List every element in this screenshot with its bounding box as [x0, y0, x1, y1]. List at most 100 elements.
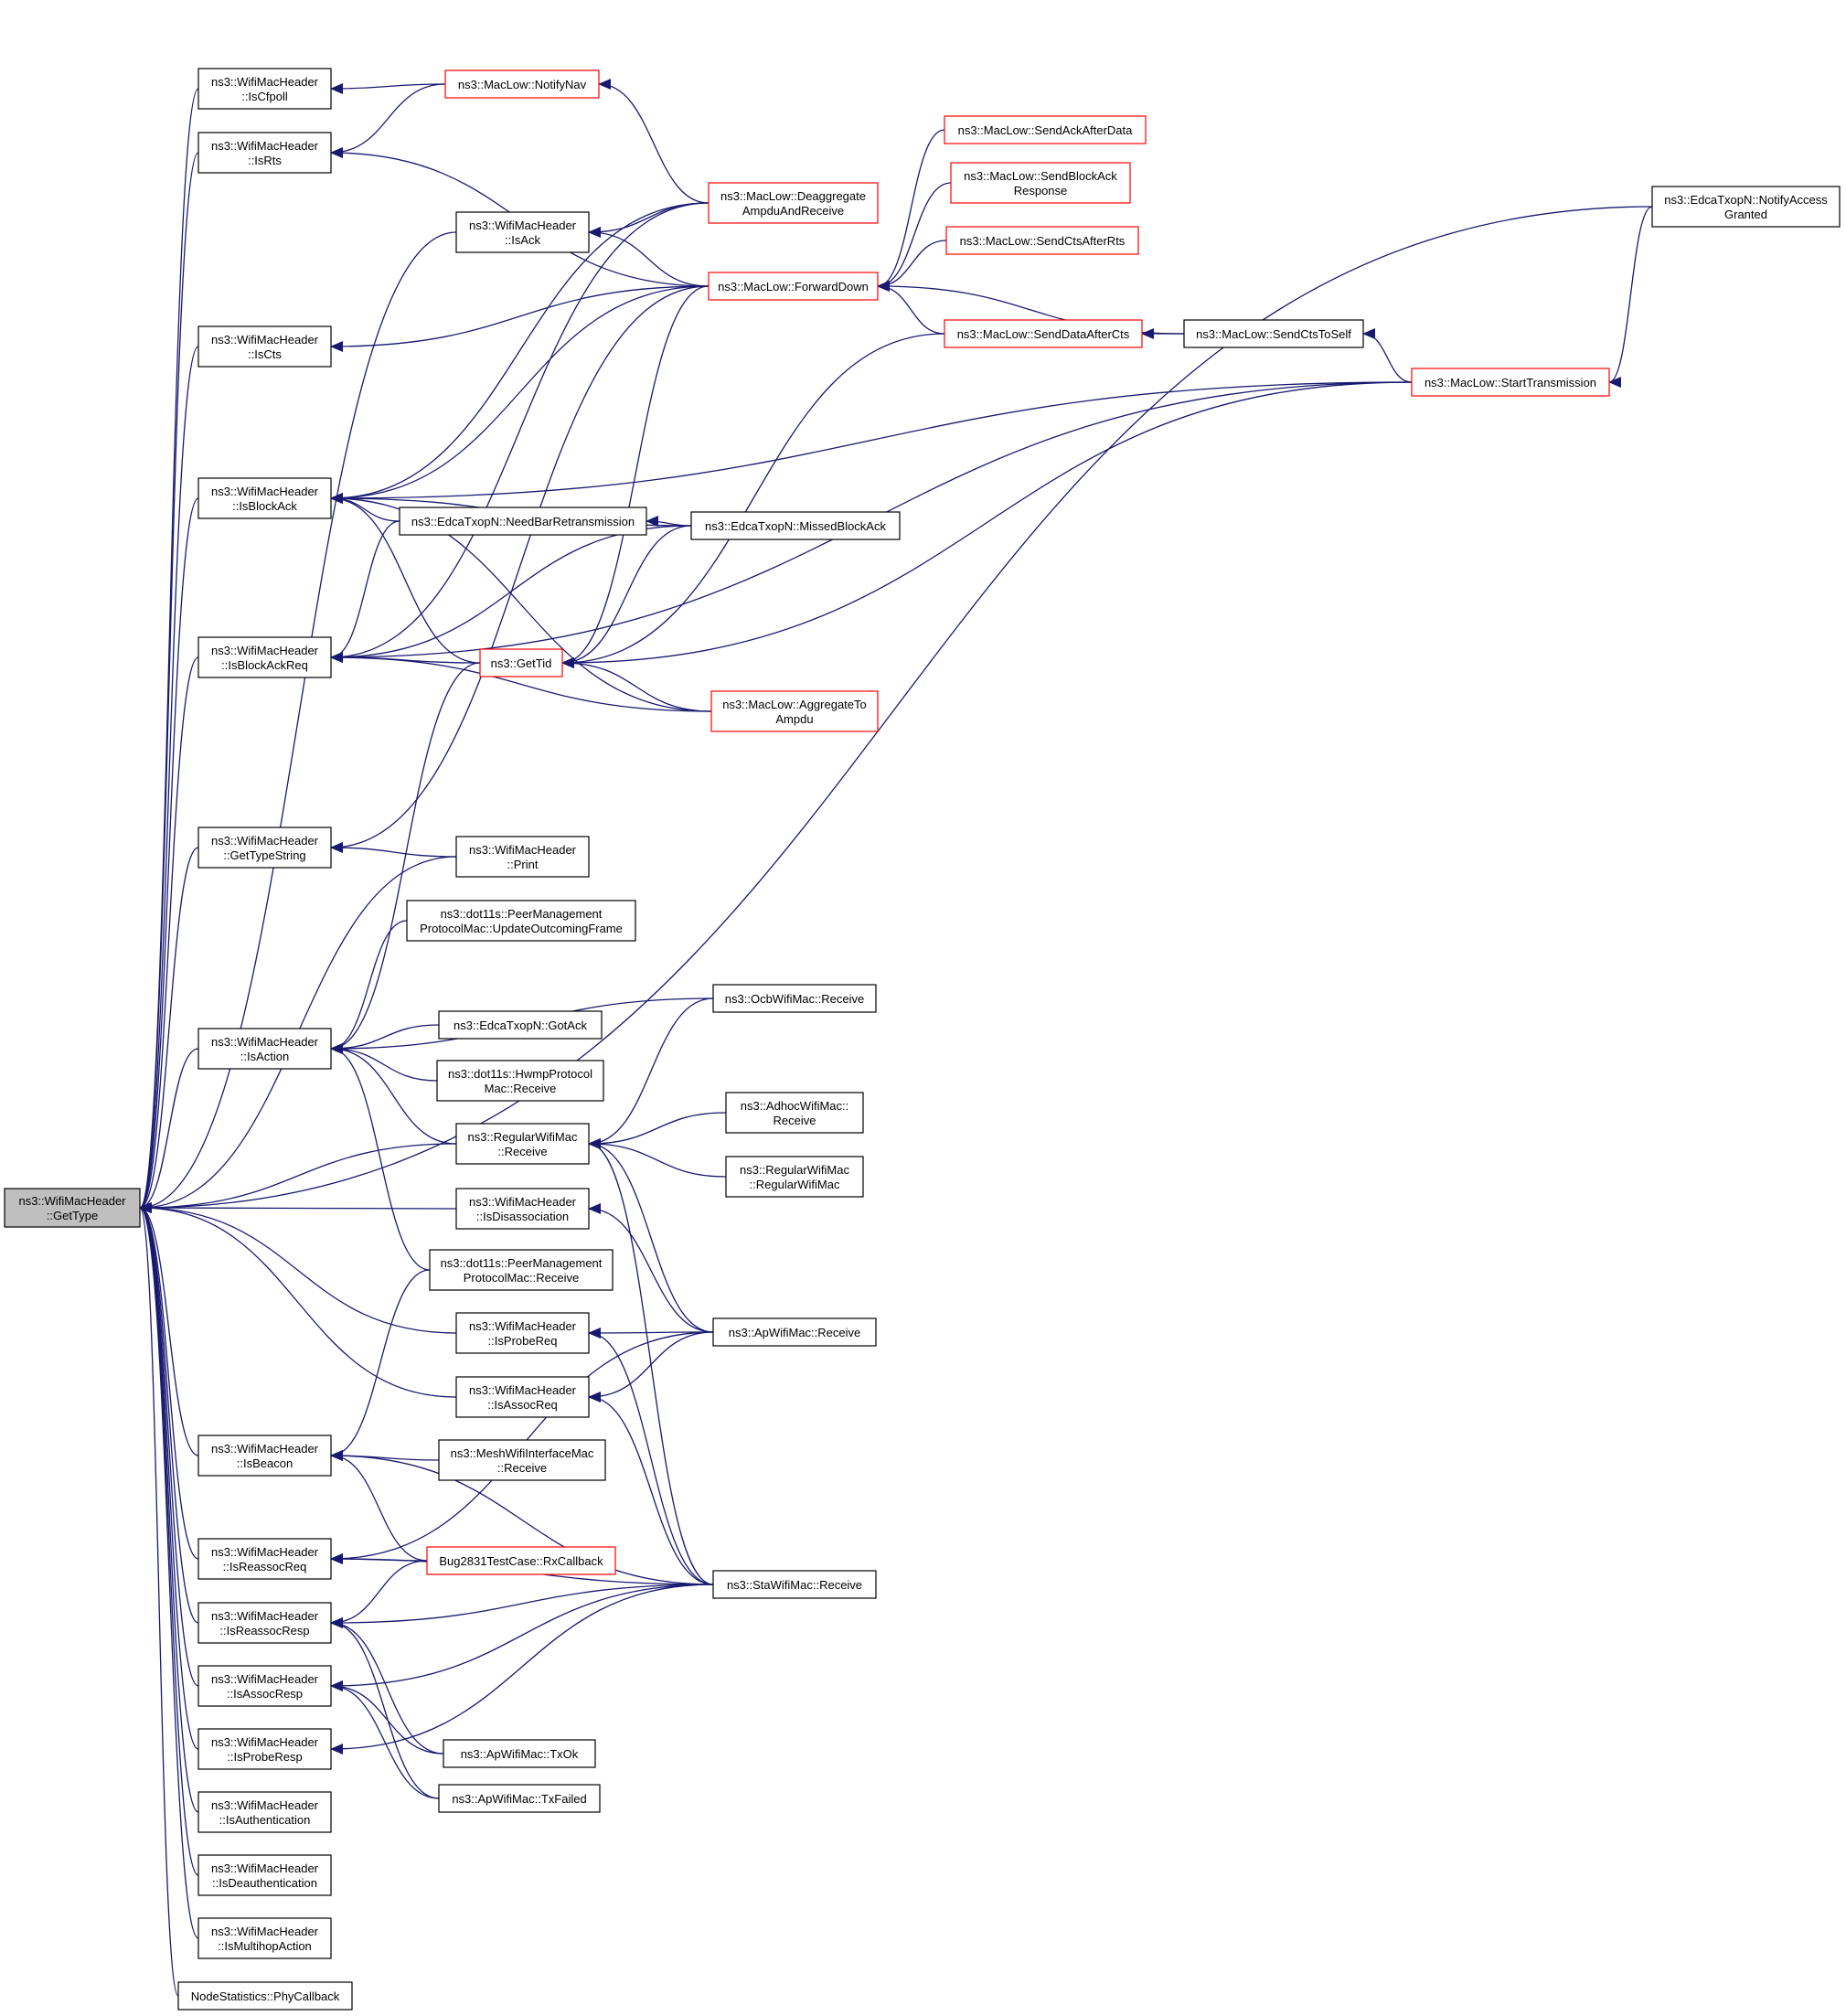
node-regularReceive[interactable]: ns3::RegularWifiMac::Receive [455, 1123, 590, 1165]
node-notifyNav[interactable]: ns3::MacLow::NotifyNav [444, 69, 600, 99]
node-sendCtsToSelf[interactable]: ns3::MacLow::SendCtsToSelf [1183, 319, 1364, 348]
node-regularCtor[interactable]: ns3::RegularWifiMac::RegularWifiMac [725, 1156, 864, 1198]
node-box[interactable] [455, 1188, 590, 1230]
node-isReassocReq[interactable]: ns3::WifiMacHeader::IsReassocReq [197, 1538, 332, 1580]
node-box[interactable] [708, 272, 879, 301]
node-box[interactable] [712, 1570, 877, 1599]
node-apReceive[interactable]: ns3::ApWifiMac::Receive [712, 1317, 877, 1347]
node-box[interactable] [197, 1028, 332, 1070]
node-isCfpoll[interactable]: ns3::WifiMacHeader::IsCfpoll [197, 68, 332, 110]
node-box[interactable] [4, 1188, 141, 1228]
node-box[interactable] [197, 827, 332, 869]
node-box[interactable] [950, 162, 1131, 204]
node-box[interactable] [197, 1917, 332, 1959]
node-box[interactable] [944, 319, 1143, 348]
node-box[interactable] [429, 1249, 614, 1291]
node-box[interactable] [197, 1791, 332, 1833]
node-box[interactable] [455, 211, 590, 253]
node-box[interactable] [197, 1602, 332, 1644]
node-forwardDown[interactable]: ns3::MacLow::ForwardDown [708, 272, 879, 301]
node-box[interactable] [710, 690, 879, 732]
node-isAuthentication[interactable]: ns3::WifiMacHeader::IsAuthentication [197, 1791, 332, 1833]
node-box[interactable] [197, 1854, 332, 1896]
node-box[interactable] [197, 68, 332, 110]
node-box[interactable] [197, 1538, 332, 1580]
node-root[interactable]: ns3::WifiMacHeader::GetType [4, 1188, 141, 1228]
node-box[interactable] [426, 1546, 616, 1575]
node-isReassocResp[interactable]: ns3::WifiMacHeader::IsReassocResp [197, 1602, 332, 1644]
node-isProbeResp[interactable]: ns3::WifiMacHeader::IsProbeResp [197, 1728, 332, 1770]
node-box[interactable] [455, 1123, 590, 1165]
node-box[interactable] [725, 1092, 864, 1134]
node-isCts[interactable]: ns3::WifiMacHeader::IsCts [197, 325, 332, 368]
node-box[interactable] [1411, 368, 1610, 397]
node-isAssocReq[interactable]: ns3::WifiMacHeader::IsAssocReq [455, 1376, 590, 1418]
node-box[interactable] [443, 1739, 596, 1768]
node-box[interactable] [690, 511, 901, 540]
node-box[interactable] [197, 1435, 332, 1477]
node-box[interactable] [725, 1156, 864, 1198]
node-box[interactable] [197, 636, 332, 678]
node-isProbeReq[interactable]: ns3::WifiMacHeader::IsProbeReq [455, 1312, 590, 1354]
node-isBlockAckReq[interactable]: ns3::WifiMacHeader::IsBlockAckReq [197, 636, 332, 678]
node-box[interactable] [438, 1439, 606, 1481]
node-box[interactable] [438, 1784, 601, 1813]
node-isMultihopAction[interactable]: ns3::WifiMacHeader::IsMultihopAction [197, 1917, 332, 1959]
node-startTransmission[interactable]: ns3::MacLow::StartTransmission [1411, 368, 1610, 397]
node-meshReceive[interactable]: ns3::MeshWifiInterfaceMac::Receive [438, 1439, 606, 1481]
node-pmpUpdateOutcoming[interactable]: ns3::dot11s::PeerManagementProtocolMac::… [406, 900, 636, 942]
node-box[interactable] [1651, 186, 1841, 228]
node-isAssocResp[interactable]: ns3::WifiMacHeader::IsAssocResp [197, 1665, 332, 1707]
node-box[interactable] [197, 477, 332, 519]
node-box[interactable] [197, 1665, 332, 1707]
node-box[interactable] [444, 69, 600, 99]
node-box[interactable] [197, 132, 332, 174]
node-isAck[interactable]: ns3::WifiMacHeader::IsAck [455, 211, 590, 253]
node-box[interactable] [1183, 319, 1364, 348]
node-apTxOk[interactable]: ns3::ApWifiMac::TxOk [443, 1739, 596, 1768]
node-box[interactable] [399, 507, 647, 536]
node-apTxFailed[interactable]: ns3::ApWifiMac::TxFailed [438, 1784, 601, 1813]
node-ocbReceive[interactable]: ns3::OcbWifiMac::Receive [712, 984, 877, 1013]
node-isDisassociation[interactable]: ns3::WifiMacHeader::IsDisassociation [455, 1188, 590, 1230]
node-gotAck[interactable]: ns3::EdcaTxopN::GotAck [438, 1010, 603, 1040]
node-box[interactable] [455, 836, 590, 878]
node-isRts[interactable]: ns3::WifiMacHeader::IsRts [197, 132, 332, 174]
node-bugRxCallback[interactable]: Bug2831TestCase::RxCallback [426, 1546, 616, 1575]
node-phyCallback[interactable]: NodeStatistics::PhyCallback [177, 1981, 353, 2011]
node-box[interactable] [436, 1060, 604, 1102]
node-staReceive[interactable]: ns3::StaWifiMac::Receive [712, 1570, 877, 1599]
node-sendCtsAfterRts[interactable]: ns3::MacLow::SendCtsAfterRts [945, 226, 1139, 255]
node-box[interactable] [708, 182, 879, 224]
node-getTypeString[interactable]: ns3::WifiMacHeader::GetTypeString [197, 827, 332, 869]
node-box[interactable] [945, 226, 1139, 255]
node-box[interactable] [455, 1312, 590, 1354]
node-box[interactable] [479, 648, 563, 677]
node-box[interactable] [712, 1317, 877, 1347]
node-isAction[interactable]: ns3::WifiMacHeader::IsAction [197, 1028, 332, 1070]
node-box[interactable] [712, 984, 877, 1013]
node-box[interactable] [177, 1981, 353, 2011]
node-box[interactable] [438, 1010, 603, 1040]
node-box[interactable] [197, 325, 332, 368]
node-adhocReceive[interactable]: ns3::AdhocWifiMac::Receive [725, 1092, 864, 1134]
node-box[interactable] [944, 115, 1147, 144]
node-sendDataAfterCts[interactable]: ns3::MacLow::SendDataAfterCts [944, 319, 1143, 348]
node-box[interactable] [406, 900, 636, 942]
node-isBlockAck[interactable]: ns3::WifiMacHeader::IsBlockAck [197, 477, 332, 519]
node-box[interactable] [197, 1728, 332, 1770]
node-sendAckAfterData[interactable]: ns3::MacLow::SendAckAfterData [944, 115, 1147, 144]
node-getTid[interactable]: ns3::GetTid [479, 648, 563, 677]
node-pmpReceive[interactable]: ns3::dot11s::PeerManagementProtocolMac::… [429, 1249, 614, 1291]
node-isBeacon[interactable]: ns3::WifiMacHeader::IsBeacon [197, 1435, 332, 1477]
node-box[interactable] [455, 1376, 590, 1418]
node-isDeauthentication[interactable]: ns3::WifiMacHeader::IsDeauthentication [197, 1854, 332, 1896]
node-missedBlockAck[interactable]: ns3::EdcaTxopN::MissedBlockAck [690, 511, 901, 540]
node-print[interactable]: ns3::WifiMacHeader::Print [455, 836, 590, 878]
node-needBarRetransmission[interactable]: ns3::EdcaTxopN::NeedBarRetransmission [399, 507, 647, 536]
